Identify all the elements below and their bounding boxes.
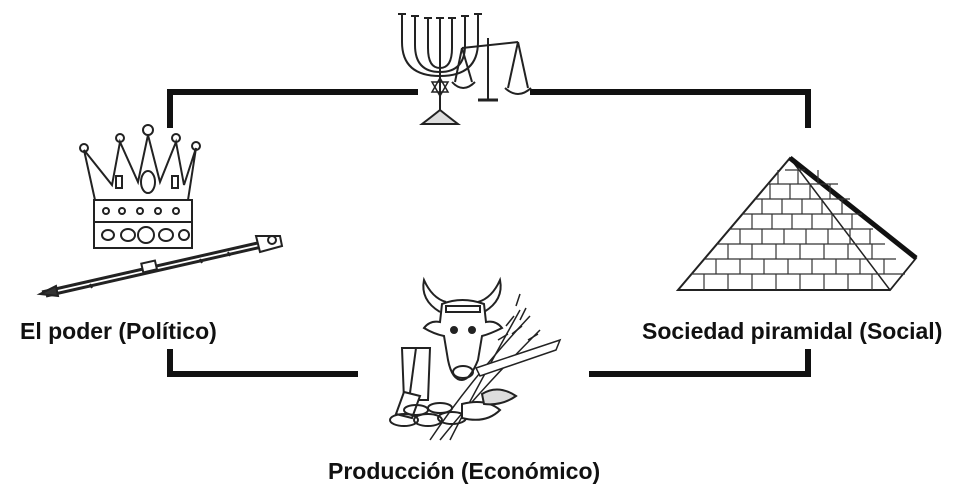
connector-top-left xyxy=(167,89,418,128)
connector-top-right xyxy=(530,89,811,128)
crown-and-scepter-icon xyxy=(36,124,284,298)
pyramid-icon xyxy=(675,156,918,292)
connector-bottom-right xyxy=(589,349,811,377)
produce-icon xyxy=(389,347,518,427)
wheat-icon xyxy=(429,293,562,441)
menorah-and-scales-icon xyxy=(398,13,532,125)
label-social: Sociedad piramidal (Social) xyxy=(642,318,943,344)
scales-icon xyxy=(451,38,532,102)
label-political: El poder (Político) xyxy=(20,318,217,344)
bull-wheat-and-produce-icon xyxy=(389,276,562,441)
bull-head-icon xyxy=(422,276,504,382)
connector-lines xyxy=(167,89,811,377)
menorah-icon xyxy=(398,13,482,125)
connector-bottom-left xyxy=(167,349,358,377)
scepter-icon xyxy=(36,235,284,298)
label-economic: Producción (Económico) xyxy=(328,458,601,484)
crown-icon xyxy=(79,124,201,249)
